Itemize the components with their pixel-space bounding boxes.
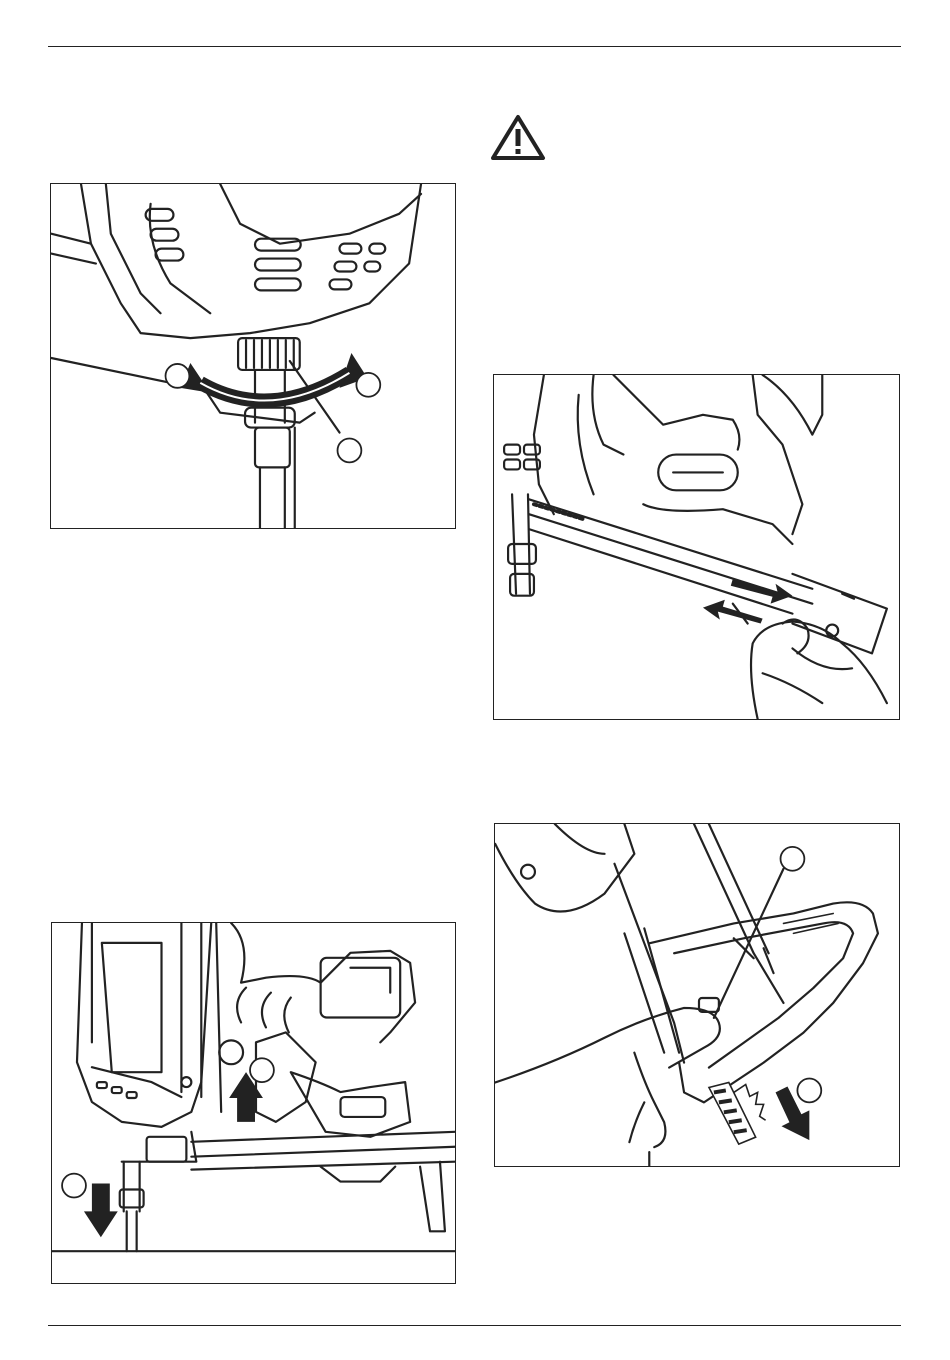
nail-strip: [709, 1082, 766, 1144]
warning-triangle-icon: [490, 113, 546, 161]
magazine-slide-figure: [493, 374, 900, 720]
slide-arrows: [703, 579, 792, 624]
double-curved-arrow-icon: [180, 353, 367, 401]
footer-rule: [48, 1325, 901, 1326]
depth-adjustment-figure: [50, 183, 456, 529]
magazine-slide-illustration: [494, 375, 899, 719]
depth-adjustment-illustration: [51, 184, 455, 528]
nail-strip-removal-illustration: [495, 824, 899, 1166]
nail-pusher-figure: [51, 922, 456, 1284]
header-rule: [48, 46, 901, 47]
arrow-down-icon: [84, 1184, 118, 1238]
nail-strip-figure: [494, 823, 900, 1167]
nail-pusher-release-illustration: [52, 923, 455, 1283]
